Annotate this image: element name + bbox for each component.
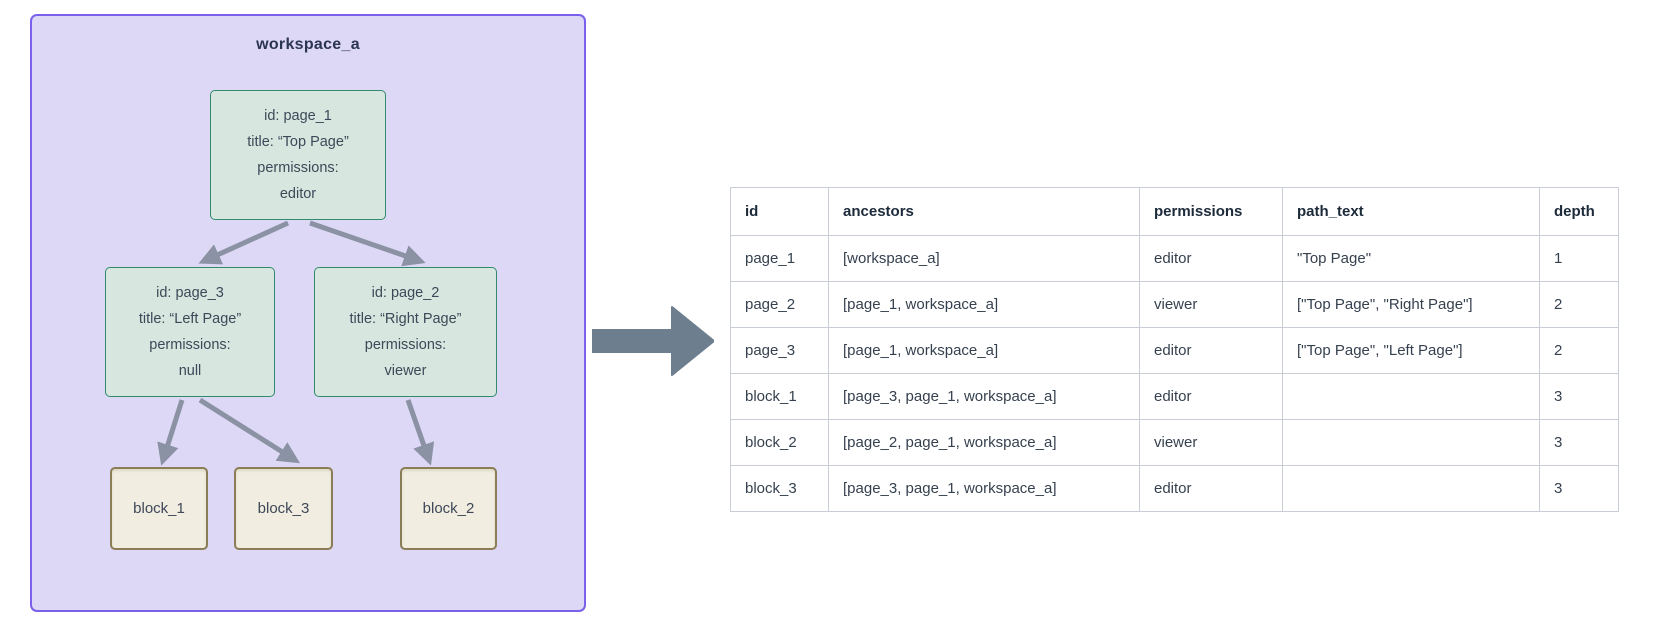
cell-permissions: editor xyxy=(1139,327,1283,374)
cell-ancestors: [page_1, workspace_a] xyxy=(828,327,1140,374)
node-page-2-permissions-value: viewer xyxy=(384,363,427,379)
transform-arrow-icon xyxy=(592,306,714,376)
node-page-3-id: id: page_3 xyxy=(156,285,224,301)
cell-path-text xyxy=(1282,465,1540,512)
cell-id: page_2 xyxy=(730,281,829,328)
table-header-row: id ancestors permissions path_text depth xyxy=(730,187,1619,236)
cell-permissions: viewer xyxy=(1139,281,1283,328)
cell-depth: 3 xyxy=(1539,419,1619,466)
node-page-2-id: id: page_2 xyxy=(371,285,440,301)
cell-depth: 3 xyxy=(1539,373,1619,420)
cell-depth: 1 xyxy=(1539,235,1619,282)
column-header-id: id xyxy=(730,187,829,236)
table-row: block_2 [page_2, page_1, workspace_a] vi… xyxy=(730,419,1619,466)
node-page-3-permissions-value: null xyxy=(178,363,202,379)
node-page-1-title: title: “Top Page” xyxy=(247,134,349,150)
cell-id: block_3 xyxy=(730,465,829,512)
node-page-1-permissions-value: editor xyxy=(279,186,317,202)
node-page-3: id: page_3 title: “Left Page” permission… xyxy=(105,267,275,397)
cell-path-text: ["Top Page", "Right Page"] xyxy=(1282,281,1540,328)
cell-id: page_3 xyxy=(730,327,829,374)
node-block-3: block_3 xyxy=(234,467,333,550)
ancestors-table: id ancestors permissions path_text depth… xyxy=(730,187,1619,512)
cell-permissions: editor xyxy=(1139,373,1283,420)
table-row: page_1 [workspace_a] editor "Top Page" 1 xyxy=(730,235,1619,282)
workspace-container: workspace_a id: page_1 title: “Top Page”… xyxy=(30,14,586,612)
node-block-2-label: block_2 xyxy=(422,500,475,517)
cell-id: block_2 xyxy=(730,419,829,466)
node-page-3-permissions-key: permissions: xyxy=(149,337,231,353)
cell-permissions: editor xyxy=(1139,465,1283,512)
column-header-depth: depth xyxy=(1539,187,1619,236)
table-row: page_3 [page_1, workspace_a] editor ["To… xyxy=(730,327,1619,374)
cell-ancestors: [page_1, workspace_a] xyxy=(828,281,1140,328)
workspace-title: workspace_a xyxy=(256,36,360,53)
cell-ancestors: [page_3, page_1, workspace_a] xyxy=(828,465,1140,512)
edge-page1-page3 xyxy=(198,220,290,265)
cell-permissions: editor xyxy=(1139,235,1283,282)
cell-id: page_1 xyxy=(730,235,829,282)
node-page-2-permissions-key: permissions: xyxy=(364,337,447,353)
edge-page1-page2 xyxy=(309,220,426,267)
cell-depth: 2 xyxy=(1539,327,1619,374)
cell-ancestors: [page_3, page_1, workspace_a] xyxy=(828,373,1140,420)
cell-ancestors: [workspace_a] xyxy=(828,235,1140,282)
node-page-1-permissions-key: permissions: xyxy=(257,160,339,176)
cell-depth: 3 xyxy=(1539,465,1619,512)
edge-page2-block2 xyxy=(405,399,435,466)
table-row: page_2 [page_1, workspace_a] viewer ["To… xyxy=(730,281,1619,328)
node-block-1-label: block_1 xyxy=(133,500,185,517)
table-row: block_3 [page_3, page_1, workspace_a] ed… xyxy=(730,465,1619,512)
node-block-3-label: block_3 xyxy=(257,500,310,517)
column-header-ancestors: ancestors xyxy=(828,187,1140,236)
node-page-2-title: title: “Right Page” xyxy=(349,311,462,327)
node-page-2: id: page_2 title: “Right Page” permissio… xyxy=(314,267,497,397)
node-block-2: block_2 xyxy=(400,467,497,550)
column-header-path-text: path_text xyxy=(1282,187,1540,236)
cell-id: block_1 xyxy=(730,373,829,420)
cell-permissions: viewer xyxy=(1139,419,1283,466)
cell-depth: 2 xyxy=(1539,281,1619,328)
cell-path-text xyxy=(1282,419,1540,466)
cell-path-text: ["Top Page", "Left Page"] xyxy=(1282,327,1540,374)
node-page-3-title: title: “Left Page” xyxy=(138,311,242,327)
edge-page3-block3 xyxy=(198,397,301,464)
edge-page3-block1 xyxy=(157,399,185,466)
column-header-permissions: permissions xyxy=(1139,187,1283,236)
node-page-1: id: page_1 title: “Top Page” permissions… xyxy=(210,90,386,220)
node-page-1-id: id: page_1 xyxy=(264,108,332,124)
table-row: block_1 [page_3, page_1, workspace_a] ed… xyxy=(730,373,1619,420)
cell-path-text xyxy=(1282,373,1540,420)
cell-ancestors: [page_2, page_1, workspace_a] xyxy=(828,419,1140,466)
node-block-1: block_1 xyxy=(110,467,208,550)
cell-path-text: "Top Page" xyxy=(1282,235,1540,282)
